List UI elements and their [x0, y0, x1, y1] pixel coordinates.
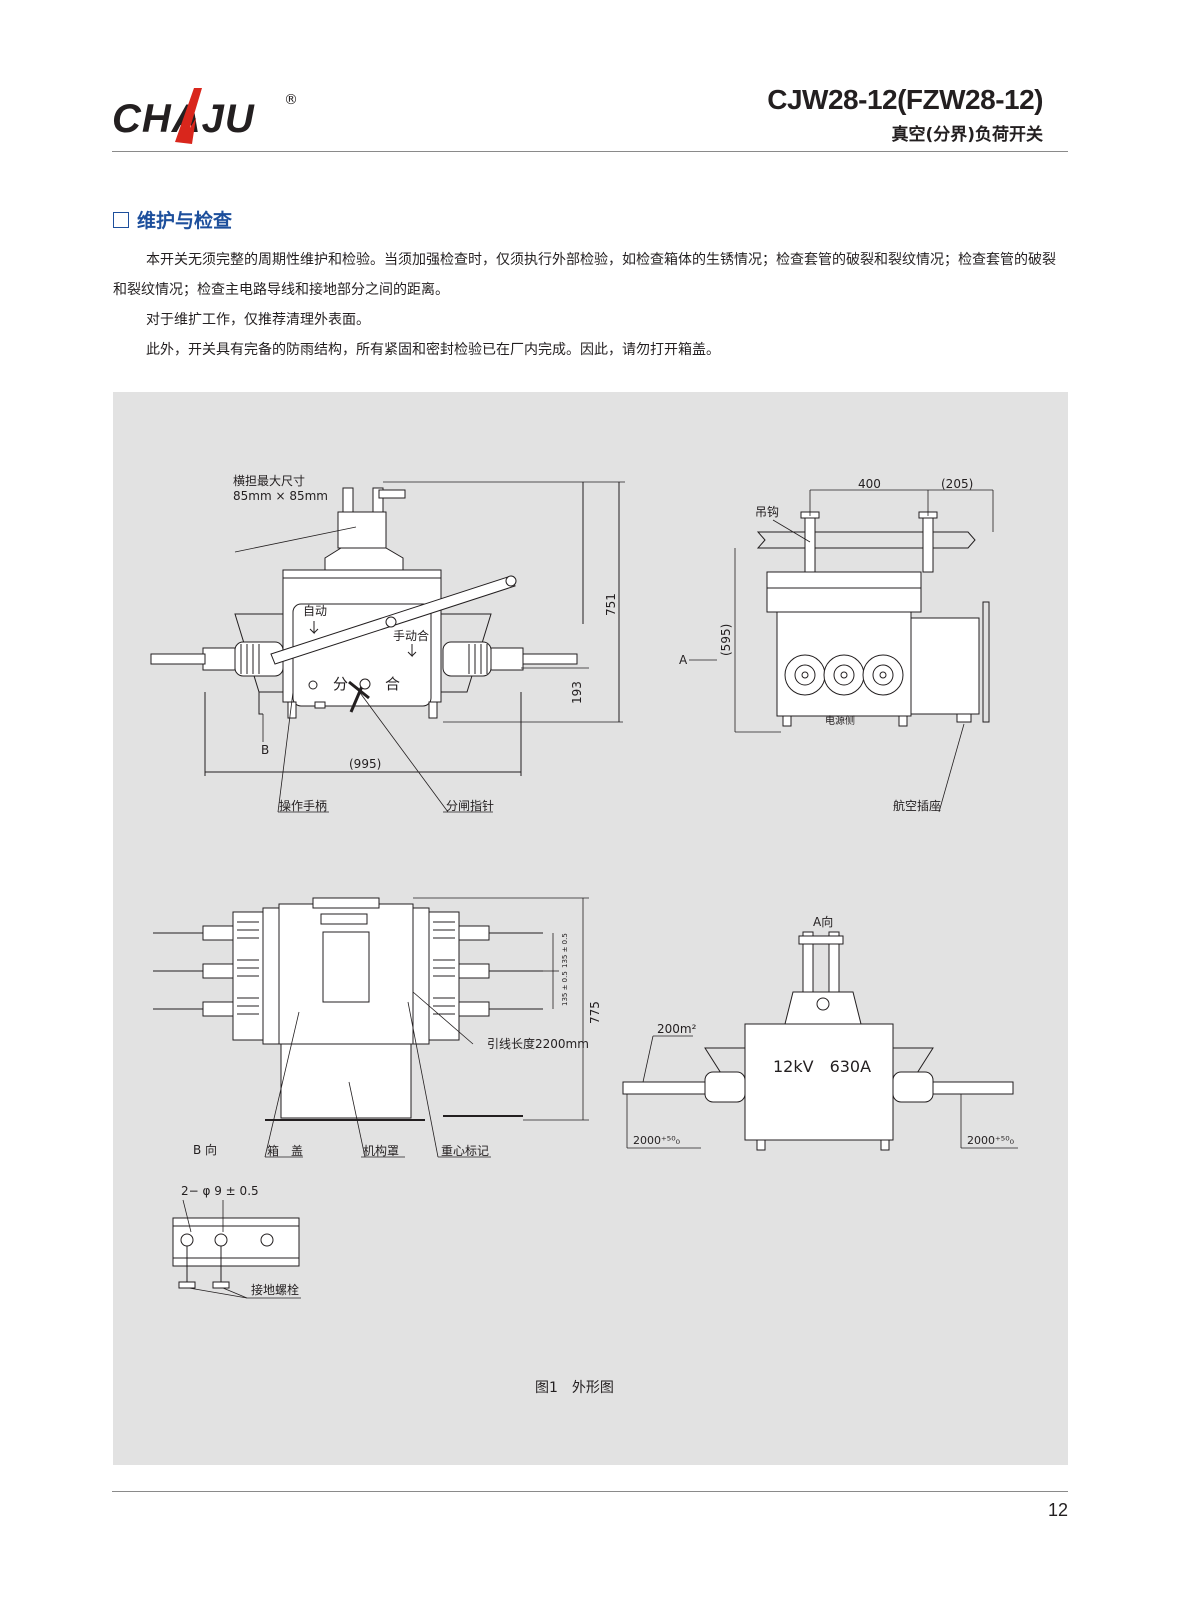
- top-lead-length-label: 引线长度2200mm: [487, 1036, 589, 1051]
- bushing-2: [823, 654, 865, 696]
- side-power-side-label: 电源侧: [825, 714, 855, 727]
- side-a-marker: A: [679, 653, 688, 667]
- front-height-low-dim: 193: [570, 681, 584, 704]
- front-indicator-label: 分闸指针: [446, 798, 494, 813]
- front-top-bracket: [337, 511, 387, 549]
- top-dim-775: 775: [588, 1001, 602, 1024]
- bushing-3: [862, 654, 904, 696]
- top-dim-135b: 135 ± 0.5: [561, 971, 569, 1006]
- logo-registered-mark: ®: [284, 92, 298, 108]
- front-insulator-right: [442, 641, 492, 677]
- logo-flame-mark: [175, 88, 202, 144]
- a-view: [622, 931, 1018, 1151]
- front-auto-label: 自动: [303, 604, 327, 618]
- figure-caption: 图1 外形图: [535, 1380, 614, 1396]
- front-width-dim: (995): [349, 757, 381, 771]
- front-crossarm-label-1: 横担最大尺寸: [233, 474, 305, 488]
- side-dim-400: 400: [858, 477, 881, 491]
- open-close-indicator: [348, 680, 370, 713]
- mount-bolts-label: 接地螺栓: [251, 1282, 299, 1297]
- top-cover-label: 箱 盖: [267, 1143, 303, 1158]
- top-mechanism-label: 机构罩: [363, 1143, 399, 1158]
- front-manual-close-label: 手动合: [393, 628, 429, 643]
- side-dim-205: (205): [941, 477, 973, 491]
- footer-divider: [112, 1491, 1068, 1492]
- product-model: CJW28-12(FZW28-12): [767, 84, 1043, 115]
- checkbox-icon: [113, 212, 129, 228]
- front-view: [150, 481, 625, 813]
- side-upper-frame: [766, 571, 922, 613]
- figure-panel: 横担最大尺寸 85mm × 85mm 自动 手动合 分 合 751 193 (9…: [113, 392, 1068, 1465]
- side-dim-595: (595): [719, 624, 733, 656]
- paragraph-1: 本开关无须完整的周期性维护和检验。当须加强检查时，仅须执行外部检验，如检查箱体的…: [113, 252, 1056, 298]
- a-view-box-body: [744, 1023, 894, 1141]
- front-close-label: 合: [385, 675, 400, 693]
- a-view-lead-right: 2000⁺⁵⁰₀: [967, 1134, 1015, 1147]
- section-title-text: 维护与检查: [137, 210, 233, 232]
- top-view-b-label: B 向: [193, 1142, 217, 1157]
- header-divider: [112, 151, 1068, 152]
- chaju-logo: CHAJU ®: [112, 88, 298, 144]
- top-cg-mark-label: 重心标记: [441, 1144, 489, 1158]
- front-crossarm-label-2: 85mm × 85mm: [233, 489, 328, 503]
- mount-holes-label: 2− φ 9 ± 0.5: [181, 1184, 259, 1198]
- product-subtitle: 真空(分界)负荷开关: [891, 125, 1043, 145]
- side-hook-label: 吊钩: [755, 505, 779, 519]
- section-title: 维护与检查: [113, 206, 232, 233]
- front-height-dim: 751: [604, 593, 618, 616]
- top-dim-135a: 135 ± 0.5: [561, 933, 569, 968]
- front-b-marker: B: [261, 743, 269, 757]
- outline-drawing: 横担最大尺寸 85mm × 85mm 自动 手动合 分 合 751 193 (9…: [150, 474, 1018, 1396]
- side-view: [689, 489, 994, 813]
- mounting-detail: [172, 1199, 301, 1299]
- top-mechanism-cover: [280, 1043, 412, 1119]
- mount-hole-1: [180, 1233, 194, 1247]
- mount-hole-2: [214, 1233, 228, 1247]
- a-view-title: A向: [813, 914, 833, 929]
- front-handle-label: 操作手柄: [279, 798, 327, 813]
- page-number: 12: [1047, 1500, 1068, 1520]
- mount-hole-3: [260, 1233, 274, 1247]
- side-socket-label: 航空插座: [893, 798, 941, 813]
- a-view-rating: 12kV 630A: [773, 1057, 871, 1076]
- bushing-1: [784, 654, 826, 696]
- top-view: [153, 897, 589, 1158]
- paragraph-3: 此外，开关具有完备的防雨结构，所有紧固和密封检验已在厂内完成。因此，请勿打开箱盖…: [146, 342, 720, 358]
- a-view-lead-left: 2000⁺⁵⁰₀: [633, 1134, 681, 1147]
- front-open-label: 分: [333, 675, 348, 693]
- paragraph-2: 对于维扩工作，仅推荐清理外表面。: [146, 312, 370, 328]
- a-view-area-label: 200m²: [657, 1022, 697, 1036]
